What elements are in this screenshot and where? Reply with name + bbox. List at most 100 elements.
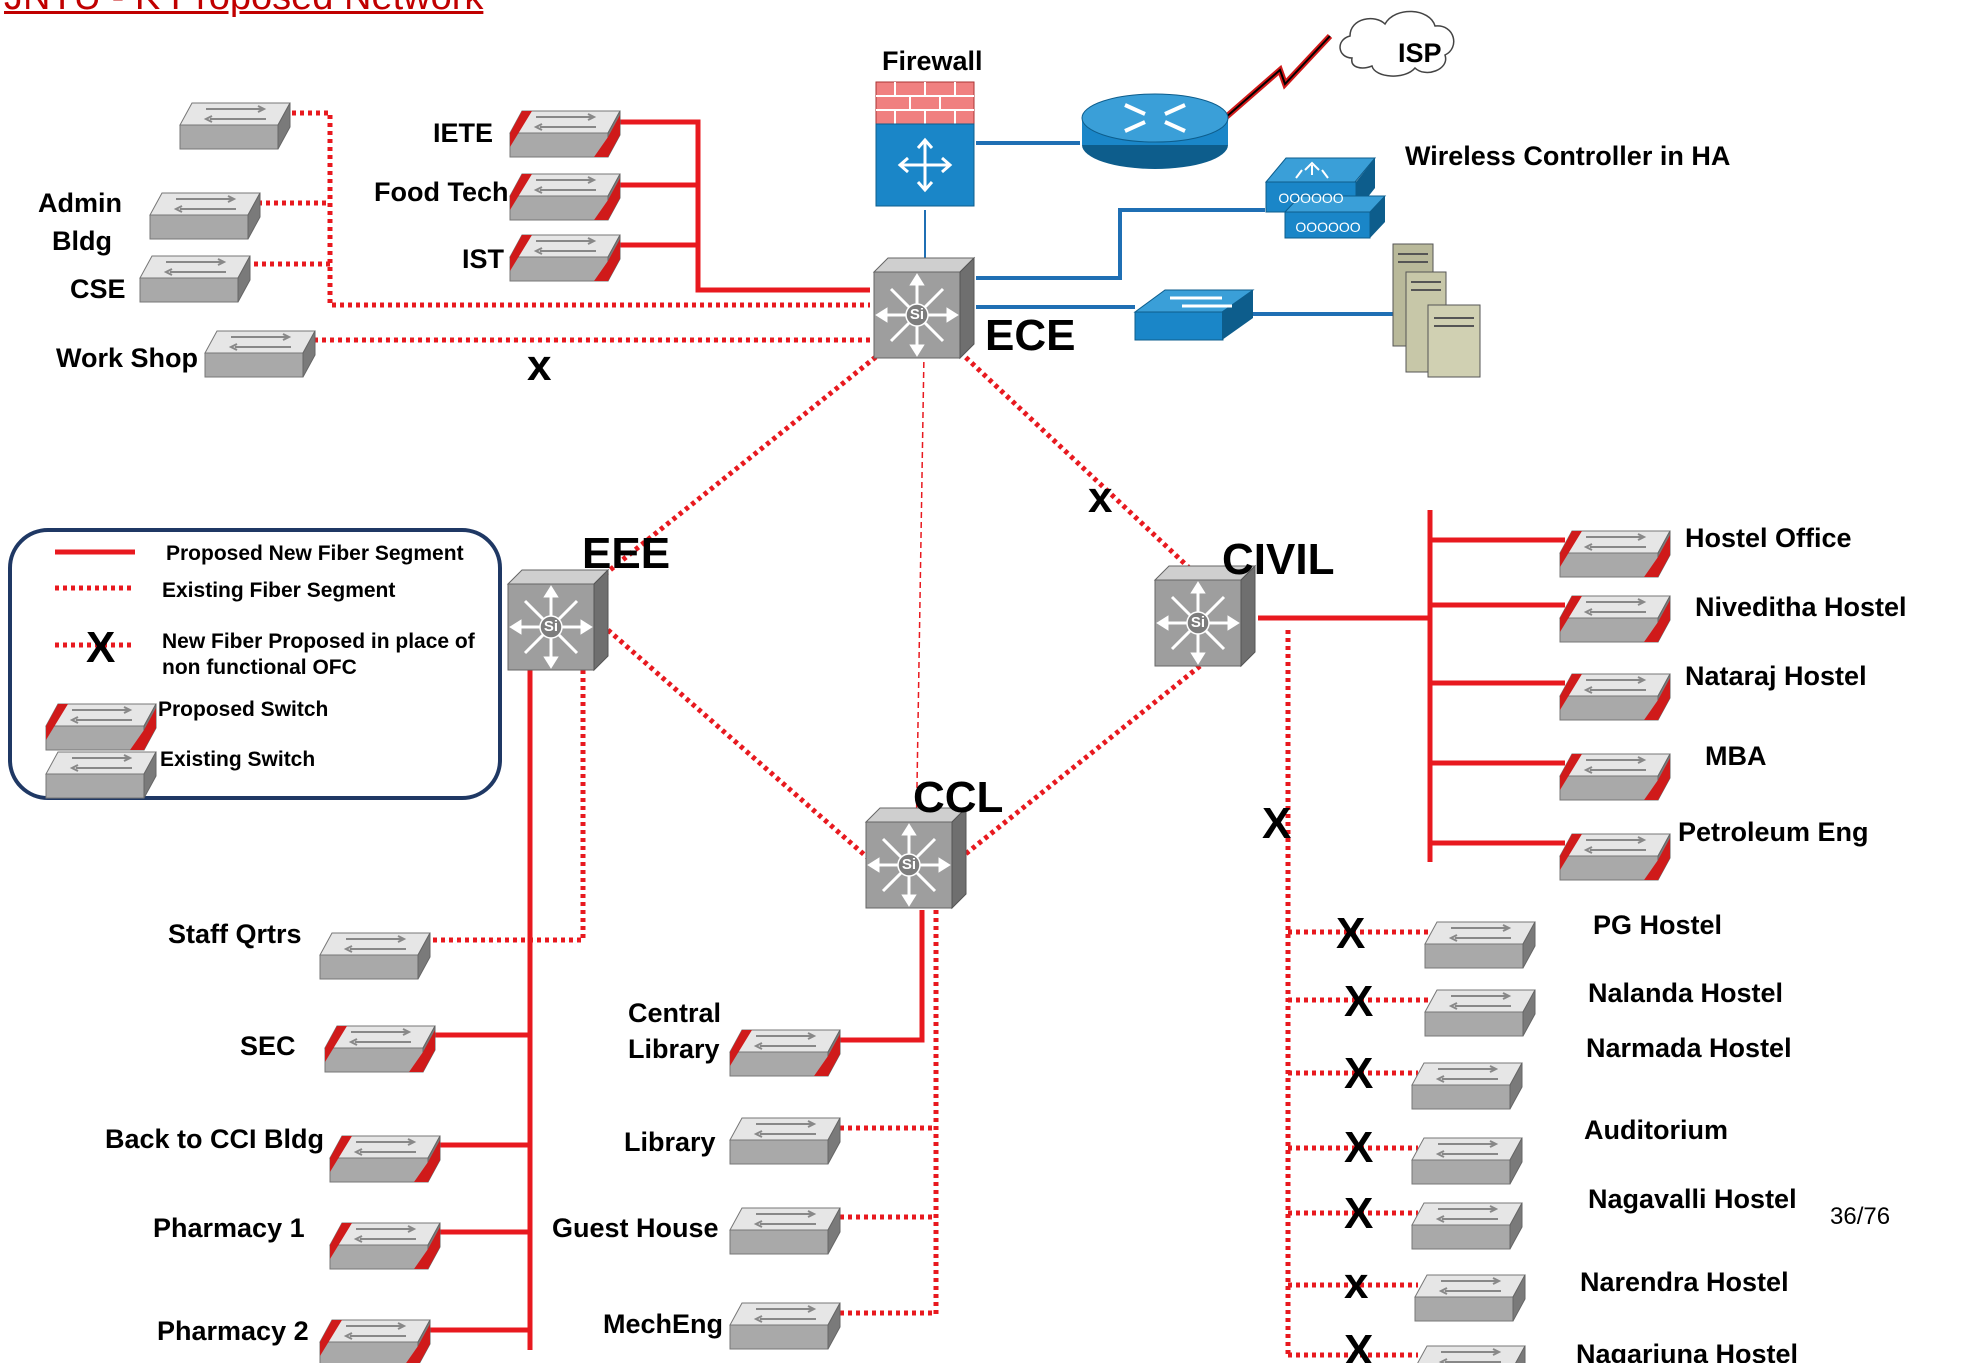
si-label: Si [544, 618, 558, 635]
niveditha-switch-icon [1560, 596, 1670, 642]
legend-x-line2: non functional OFC [162, 656, 357, 679]
link-staff [420, 670, 586, 943]
mecheng-label: MechEng [603, 1309, 723, 1339]
pharmacy2-switch-icon [320, 1320, 430, 1363]
svg-text:OOOOOO: OOOOOO [1278, 190, 1343, 206]
link-ece-civil [958, 350, 1202, 580]
legend-existing-switch-icon [45, 751, 157, 799]
mecheng-switch-icon [729, 1302, 841, 1350]
staff-switch-icon [319, 932, 431, 980]
legend-existing-fiber: Existing Fiber Segment [162, 579, 395, 602]
page-number: 36/76 [1830, 1203, 1890, 1230]
ist-switch-icon [510, 235, 620, 281]
library-switch-icon [729, 1117, 841, 1165]
link-central [835, 910, 925, 1043]
nagarjuna-label: Nagarjuna Hostel [1576, 1339, 1798, 1363]
narmada-switch-icon [1411, 1062, 1523, 1110]
legend-x-line1: New Fiber Proposed in place of [162, 630, 476, 653]
cloud-icon [1339, 10, 1455, 77]
foodtech-switch-icon [510, 174, 620, 220]
petroleum-label: Petroleum Eng [1678, 817, 1869, 847]
firewall-icon [875, 81, 975, 207]
nalanda-label: Nalanda Hostel [1588, 978, 1783, 1008]
admin-label: Admin [38, 188, 122, 218]
legend: Proposed New Fiber Segment Existing Fibe… [8, 528, 502, 800]
x-mark-ece-civil: x [1088, 473, 1113, 522]
wlc-label: Wireless Controller in HA [1405, 141, 1730, 171]
legend-x-icon: X [86, 623, 115, 672]
iete-switch-icon [510, 111, 620, 157]
link-iete [612, 119, 870, 293]
central-library-switch-icon [730, 1030, 840, 1076]
cse-label: CSE [70, 274, 126, 304]
legend-proposed-switch-icon [46, 704, 156, 750]
cse-switch-icon [139, 255, 251, 303]
nagavalli-label: Nagavalli Hostel [1588, 1184, 1797, 1214]
auditorium-switch-icon [1411, 1137, 1523, 1185]
x-mark-nalanda: X [1344, 977, 1373, 1026]
ist-label: IST [462, 244, 505, 274]
x-mark-workshop: x [527, 341, 552, 390]
nagarjuna-switch-icon [1414, 1345, 1526, 1363]
si-label: Si [1191, 614, 1205, 631]
ece-label: ECE [985, 311, 1075, 360]
workshop-label: Work Shop [56, 343, 198, 373]
narmada-label: Narmada Hostel [1586, 1033, 1792, 1063]
link-wlc [976, 208, 1265, 280]
x-mark-narmada: X [1344, 1049, 1373, 1098]
legend-existing-switch: Existing Switch [160, 748, 315, 771]
legend-proposed-switch: Proposed Switch [158, 698, 328, 721]
foodtech-label: Food Tech [374, 177, 509, 207]
niveditha-label: Niveditha Hostel [1695, 592, 1907, 622]
pharmacy2-label: Pharmacy 2 [157, 1316, 309, 1346]
mba-label: MBA [1705, 741, 1767, 771]
server-icon [1392, 243, 1481, 378]
wan-link [1223, 33, 1333, 121]
workshop-switch-icon [204, 330, 316, 378]
mba-switch-icon [1560, 754, 1670, 800]
nataraj-switch-icon [1560, 674, 1670, 720]
iete-label: IETE [433, 118, 493, 148]
auditorium-label: Auditorium [1584, 1115, 1728, 1145]
link-admin-top [220, 110, 870, 308]
x-mark-pg: X [1336, 909, 1365, 958]
central-label-1: Central [628, 998, 721, 1028]
legend-new-fiber: Proposed New Fiber Segment [166, 542, 464, 565]
cci-label: Back to CCI Bldg [105, 1124, 324, 1154]
pharmacy1-switch-icon [330, 1223, 440, 1269]
hostel-office-switch-icon [1560, 531, 1670, 577]
sec-switch-icon [325, 1026, 435, 1072]
pg-label: PG Hostel [1593, 910, 1722, 940]
ccl-label: CCL [913, 773, 1003, 822]
sec-label: SEC [240, 1031, 296, 1061]
admin-switch-icon [149, 192, 261, 240]
narendra-switch-icon [1414, 1274, 1526, 1322]
cci-switch-icon [330, 1136, 440, 1182]
x-mark-auditorium: X [1344, 1123, 1373, 1172]
staff-label: Staff Qrtrs [168, 919, 302, 949]
narendra-label: Narendra Hostel [1580, 1267, 1789, 1297]
central-label-2: Library [628, 1034, 720, 1064]
admin-switch-top-icon [179, 102, 291, 150]
library-label: Library [624, 1127, 716, 1157]
page-title: JNTU - K Proposed Network [4, 0, 483, 19]
link-ece-ccl [915, 351, 925, 849]
nagavalli-switch-icon [1411, 1202, 1523, 1250]
hostel-office-label: Hostel Office [1685, 523, 1852, 553]
svg-text:OOOOOO: OOOOOO [1295, 219, 1360, 235]
x-mark-nagarjuna: X [1344, 1326, 1373, 1363]
x-mark-nagavalli: X [1344, 1189, 1373, 1238]
pharmacy1-label: Pharmacy 1 [153, 1213, 305, 1243]
si-label: Si [910, 306, 924, 323]
router-icon [1081, 93, 1229, 169]
civil-label: CIVIL [1222, 535, 1334, 584]
link-civil-ccl [956, 664, 1202, 862]
nataraj-label: Nataraj Hostel [1685, 661, 1867, 691]
admin-label-2: Bldg [52, 226, 112, 256]
guest-house-label: Guest House [552, 1213, 719, 1243]
guest-house-switch-icon [729, 1207, 841, 1255]
pg-switch-icon [1424, 921, 1536, 969]
isp-label: ISP [1398, 38, 1442, 68]
petroleum-switch-icon [1560, 834, 1670, 880]
